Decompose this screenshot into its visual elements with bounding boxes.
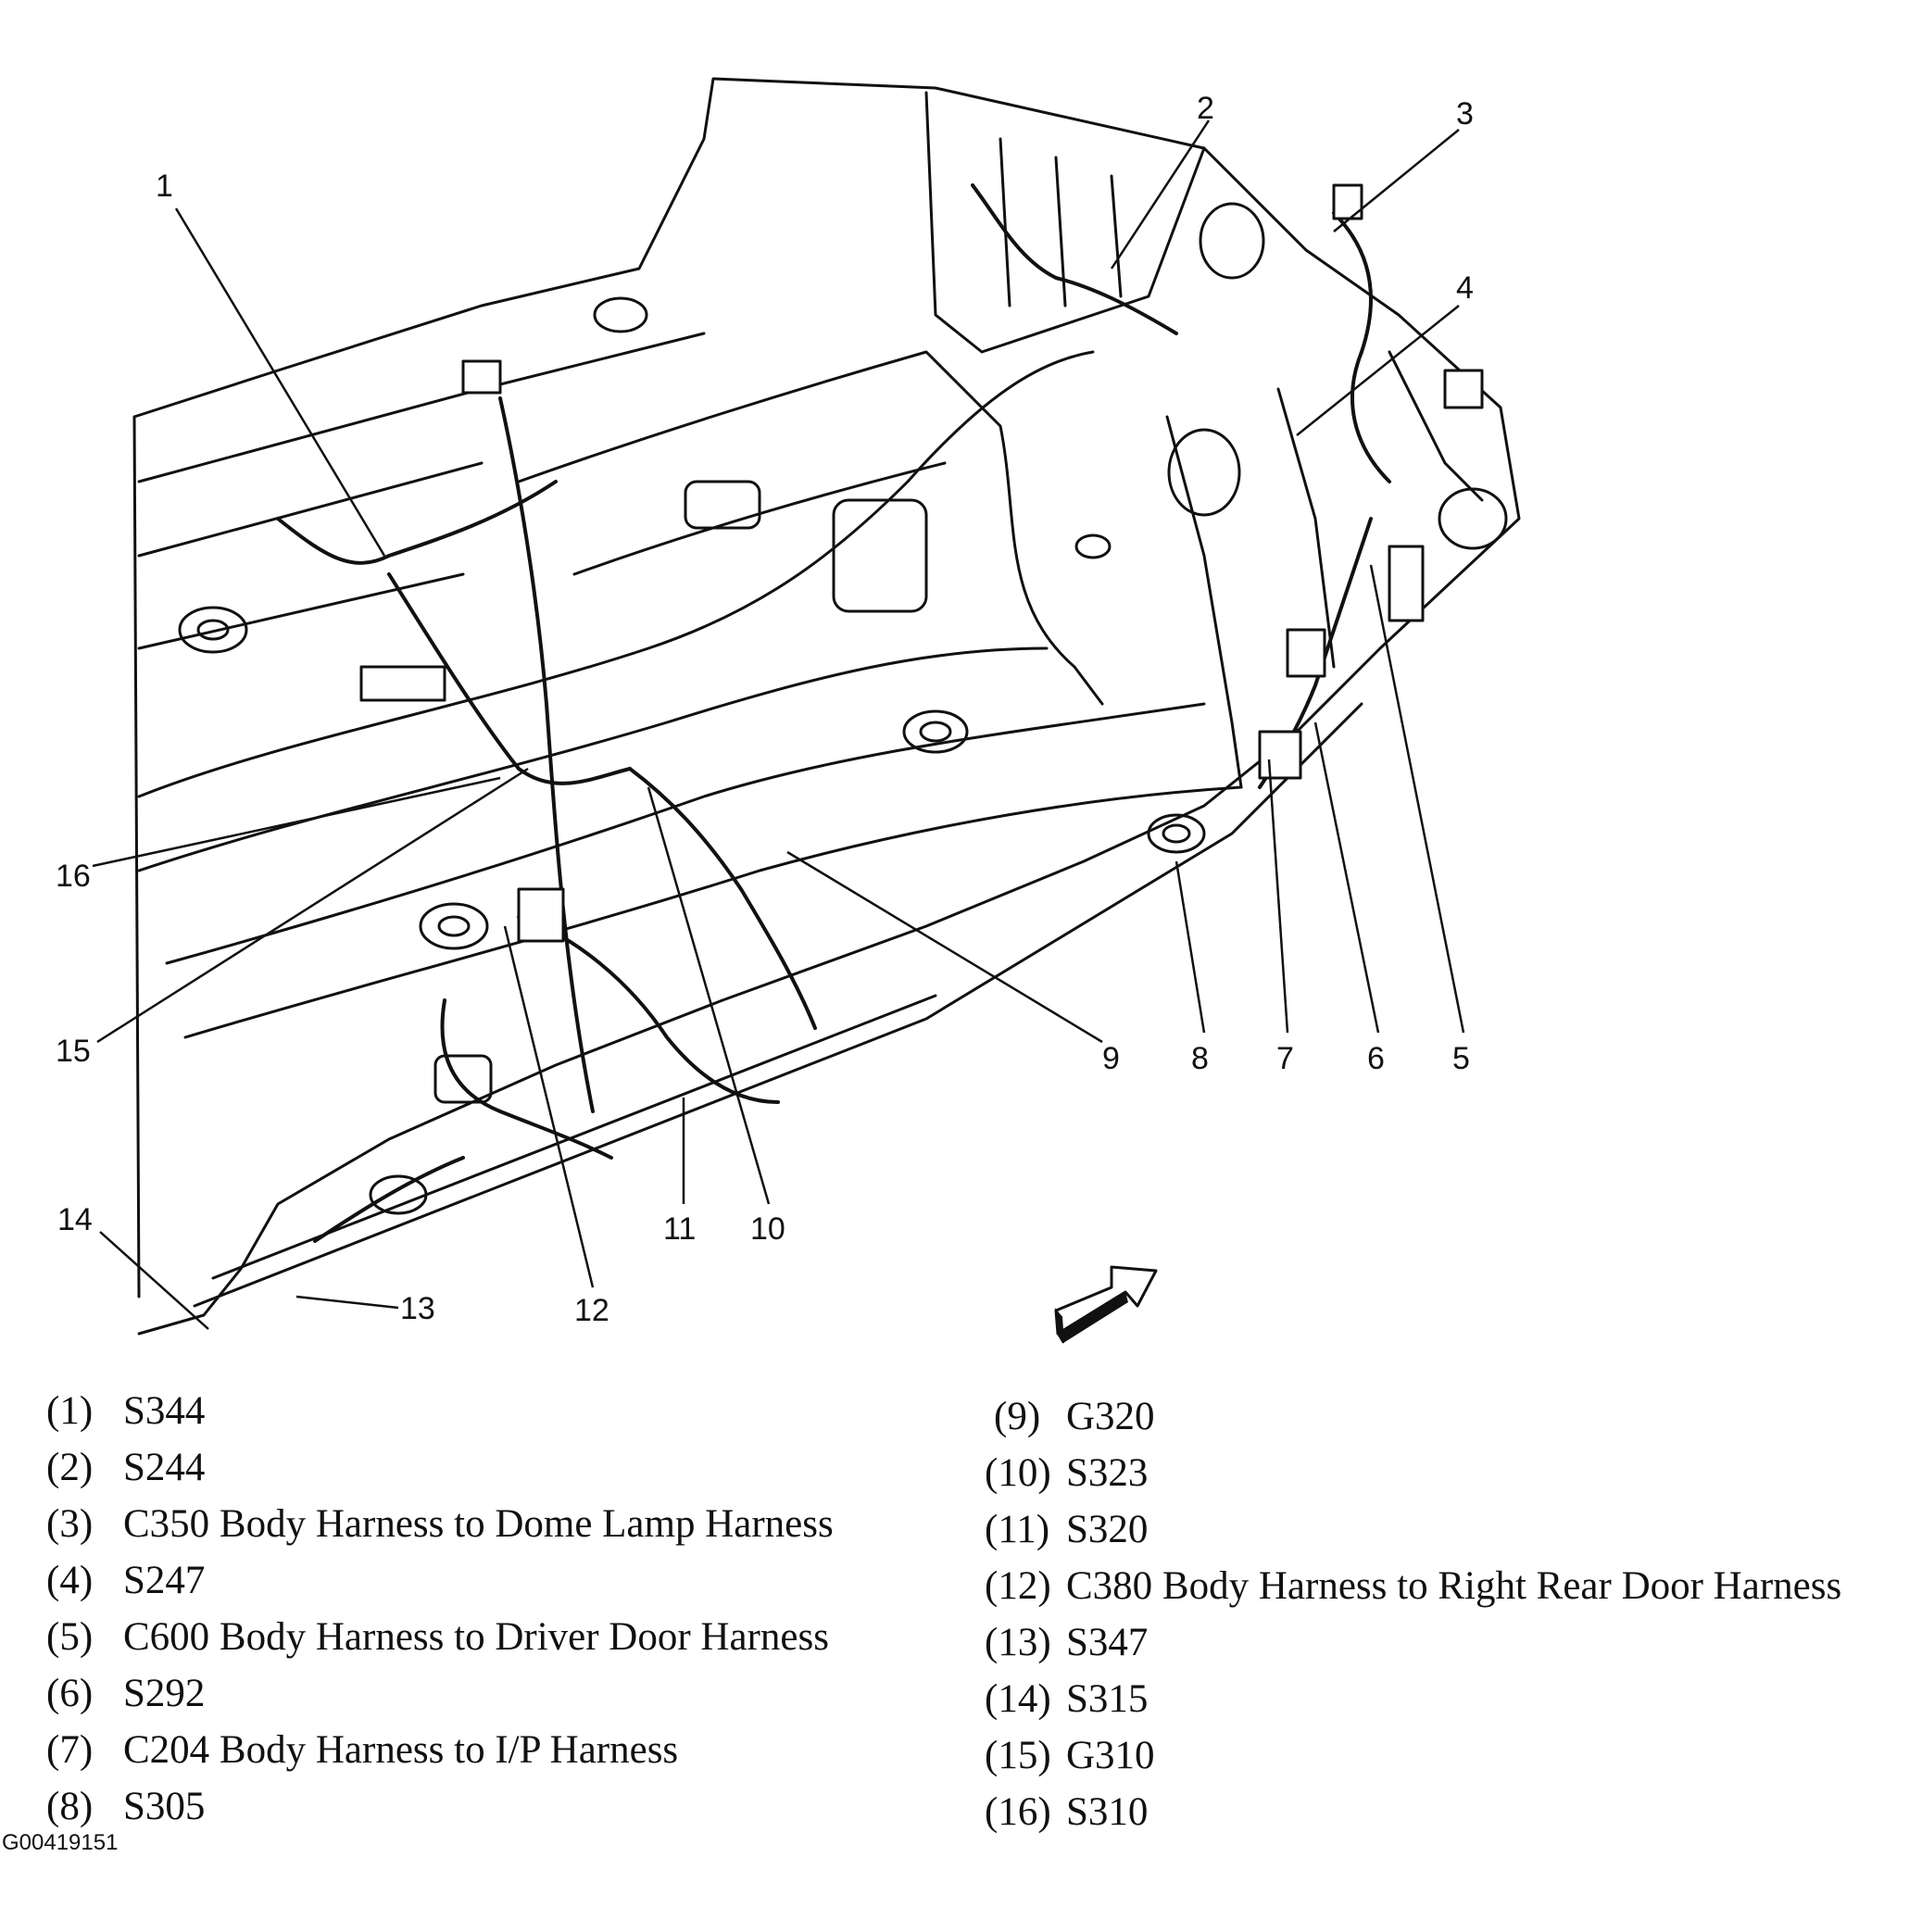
vehicle-floor-drawing [132,77,1521,1336]
callout-10: 10 [750,1211,785,1247]
callout-7: 7 [1276,1041,1294,1076]
callout-2: 2 [1197,91,1214,126]
legend-item: (9)G320 [994,1395,1155,1438]
legend-item: (11)S320 [985,1508,1149,1551]
legend-item: (6)S292 [46,1672,206,1715]
legend-left-column: (1)S344 (2)S244 (3)C350 Body Harness to … [46,1383,834,1835]
legend-item: (8)S305 [46,1785,206,1828]
callout-leader-lines [92,119,1465,1330]
legend-item: (4)S247 [46,1559,206,1602]
legend-item: (1)S344 [46,1389,206,1433]
legend-item: (12)C380 Body Harness to Right Rear Door… [985,1564,1842,1608]
callout-1: 1 [156,169,173,204]
callout-3: 3 [1456,96,1474,132]
figure-id: G00419151 [2,1830,119,1855]
callout-8: 8 [1191,1041,1209,1076]
callout-13: 13 [400,1291,435,1326]
legend-item: (13)S347 [985,1621,1149,1664]
legend-item: (3)C350 Body Harness to Dome Lamp Harnes… [46,1502,834,1546]
callout-12: 12 [574,1293,609,1328]
callout-14: 14 [57,1202,93,1237]
legend-item: (10)S323 [985,1451,1149,1495]
legend-item: (7)C204 Body Harness to I/P Harness [46,1728,679,1772]
callout-6: 6 [1367,1041,1385,1076]
legend-item: (2)S244 [46,1446,206,1489]
callout-5: 5 [1452,1041,1470,1076]
callout-16: 16 [56,859,91,894]
callout-15: 15 [56,1034,91,1069]
legend-item: (16)S310 [985,1790,1149,1834]
legend-item: (5)C600 Body Harness to Driver Door Harn… [46,1615,829,1659]
legend-right-column: (9)G320 (10)S323 (11)S320 (12)C380 Body … [985,1388,1841,1840]
legend-item: (15)G310 [985,1734,1155,1777]
callout-4: 4 [1456,270,1474,306]
callout-9: 9 [1102,1041,1120,1076]
callout-11: 11 [663,1211,696,1247]
legend-item: (14)S315 [985,1677,1149,1721]
forward-arrow-icon [1054,1265,1158,1344]
